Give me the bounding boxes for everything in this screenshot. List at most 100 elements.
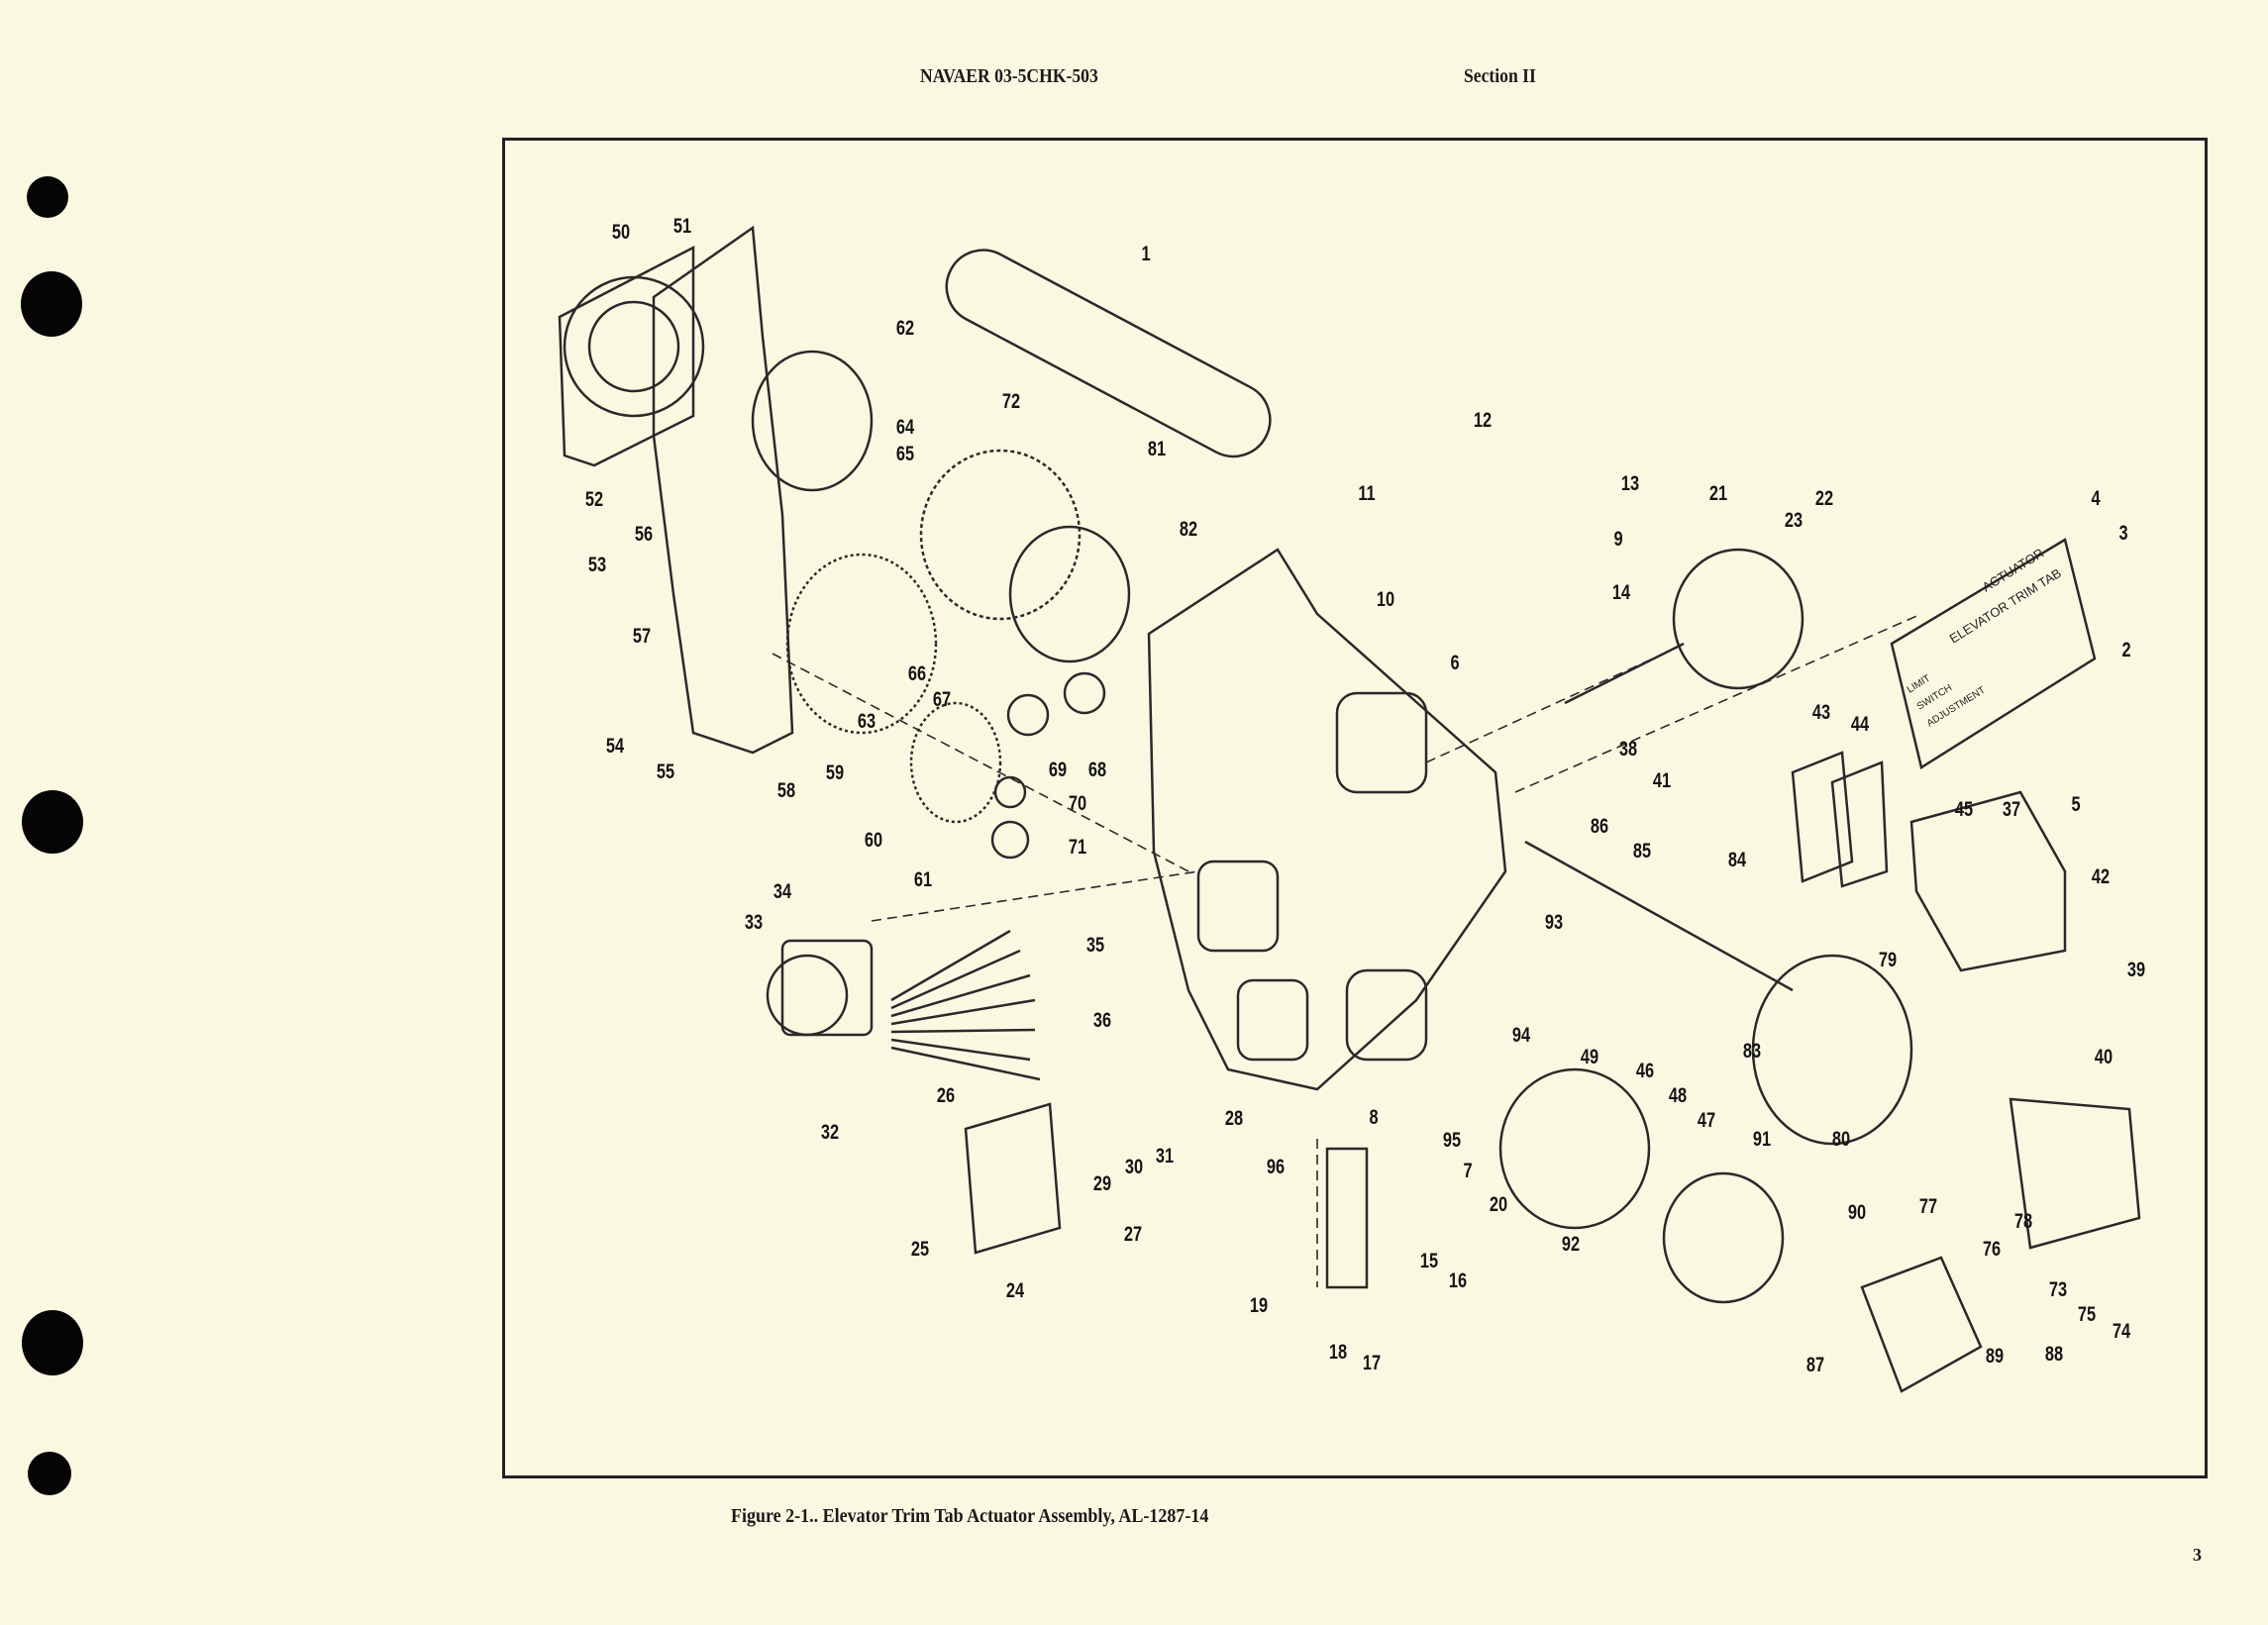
- part-callout-66: 66: [907, 661, 927, 685]
- page-number: 3: [2193, 1545, 2202, 1565]
- cover-seal-inner: [587, 300, 680, 393]
- part-callout-22: 22: [1814, 486, 1833, 510]
- part-callout-57: 57: [633, 624, 652, 648]
- part-callout-17: 17: [1362, 1352, 1381, 1375]
- part-callout-24: 24: [1006, 1279, 1025, 1303]
- connector-body: [766, 954, 849, 1037]
- part-callout-31: 31: [1155, 1145, 1174, 1168]
- part-callout-88: 88: [2044, 1343, 2063, 1367]
- part-callout-43: 43: [1811, 701, 1830, 724]
- part-callout-13: 13: [1620, 472, 1640, 496]
- part-callout-18: 18: [1328, 1340, 1348, 1364]
- spur-gear: [785, 553, 938, 735]
- part-callout-28: 28: [1224, 1107, 1243, 1131]
- part-callout-37: 37: [2003, 797, 2021, 821]
- name-plate: [1890, 538, 2097, 769]
- part-callout-95: 95: [1443, 1129, 1462, 1153]
- bearing: [1063, 671, 1106, 715]
- gear-disc: [1008, 525, 1131, 663]
- part-callout-81: 81: [1148, 438, 1167, 461]
- part-callout-35: 35: [1085, 934, 1104, 958]
- part-callout-64: 64: [896, 416, 915, 440]
- part-callout-19: 19: [1249, 1293, 1268, 1317]
- part-callout-84: 84: [1727, 848, 1747, 871]
- binder-hole: [22, 1310, 83, 1375]
- tube-part: [945, 249, 1272, 458]
- document-number: NAVAER 03-5CHK-503: [920, 65, 1098, 87]
- cover-plate: [558, 245, 695, 467]
- part-callout-32: 32: [821, 1120, 840, 1144]
- part-callout-83: 83: [1742, 1039, 1761, 1063]
- access-cover: [964, 1102, 1062, 1255]
- part-callout-82: 82: [1180, 517, 1198, 541]
- part-callout-70: 70: [1068, 792, 1087, 815]
- part-callout-55: 55: [656, 760, 674, 783]
- part-callout-53: 53: [588, 554, 607, 577]
- part-callout-62: 62: [896, 316, 915, 340]
- part-callout-58: 58: [777, 778, 796, 802]
- part-callout-63: 63: [857, 709, 876, 733]
- wire-bundle: [890, 929, 1041, 1081]
- part-callout-79: 79: [1878, 948, 1898, 971]
- part-callout-1: 1: [1141, 243, 1151, 266]
- motor: [1498, 1067, 1651, 1230]
- part-callout-89: 89: [1985, 1344, 2005, 1368]
- part-callout-60: 60: [864, 828, 883, 852]
- part-callout-49: 49: [1580, 1045, 1599, 1068]
- part-callout-76: 76: [1982, 1237, 2002, 1261]
- part-callout-33: 33: [744, 910, 764, 934]
- part-callout-14: 14: [1612, 580, 1631, 604]
- part-callout-87: 87: [1805, 1353, 1824, 1376]
- part-callout-45: 45: [1955, 797, 1974, 821]
- part-callout-42: 42: [2091, 865, 2110, 889]
- brake: [1662, 1171, 1785, 1304]
- part-callout-16: 16: [1449, 1269, 1468, 1292]
- part-callout-72: 72: [1001, 390, 1020, 413]
- part-callout-38: 38: [1619, 737, 1638, 761]
- part-callout-96: 96: [1267, 1155, 1286, 1178]
- bearing-housing: [1672, 548, 1804, 690]
- assembly-guide-lines: [772, 613, 1922, 1287]
- part-callout-7: 7: [1463, 1159, 1473, 1182]
- part-callout-69: 69: [1048, 759, 1067, 782]
- motor-housing: [1751, 954, 1913, 1146]
- part-callout-86: 86: [1591, 815, 1609, 839]
- part-callout-93: 93: [1544, 910, 1563, 934]
- part-callout-4: 4: [2091, 486, 2101, 510]
- part-callout-92: 92: [1561, 1233, 1581, 1257]
- housing-window: [1196, 860, 1280, 953]
- part-callout-25: 25: [910, 1237, 929, 1261]
- part-callout-77: 77: [1918, 1195, 1937, 1219]
- bearing: [993, 775, 1027, 809]
- part-callout-48: 48: [1669, 1084, 1688, 1108]
- part-callout-71: 71: [1068, 835, 1087, 859]
- part-callout-75: 75: [2078, 1302, 2097, 1326]
- cover-seal: [563, 275, 705, 418]
- part-callout-36: 36: [1092, 1009, 1111, 1033]
- binder-hole: [28, 1452, 71, 1495]
- gear-60: [909, 701, 1002, 824]
- connector-flange: [780, 939, 874, 1037]
- pinion-shaft: [1524, 840, 1794, 992]
- part-callout-39: 39: [2126, 958, 2146, 981]
- figure-caption: Figure 2-1.. Elevator Trim Tab Actuator …: [731, 1505, 1209, 1527]
- terminal-strip: [1325, 1147, 1369, 1289]
- part-callout-56: 56: [634, 523, 654, 547]
- bearing: [990, 820, 1030, 860]
- housing-window: [1236, 978, 1309, 1062]
- part-callout-2: 2: [2121, 639, 2131, 662]
- part-callout-23: 23: [1784, 508, 1804, 532]
- part-callout-61: 61: [913, 868, 932, 892]
- part-callout-91: 91: [1752, 1127, 1771, 1151]
- part-callout-15: 15: [1419, 1249, 1439, 1272]
- part-callout-30: 30: [1124, 1155, 1144, 1178]
- gear-housing: [652, 225, 794, 755]
- part-callout-85: 85: [1632, 840, 1651, 863]
- part-callout-54: 54: [605, 734, 624, 758]
- end-cap: [1860, 1256, 1983, 1393]
- part-callout-50: 50: [611, 221, 630, 245]
- part-callout-6: 6: [1450, 652, 1460, 675]
- binder-hole: [21, 271, 82, 337]
- part-callout-8: 8: [1369, 1105, 1379, 1129]
